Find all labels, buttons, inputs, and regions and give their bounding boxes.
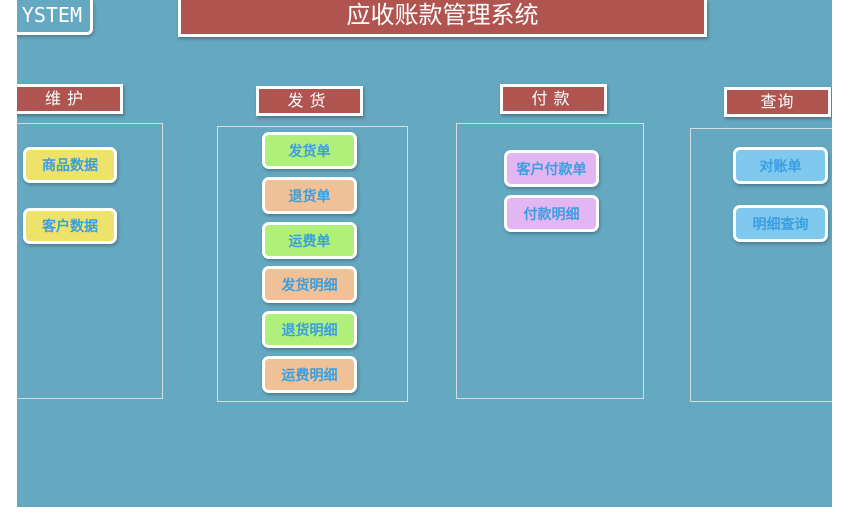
return-detail-button[interactable]: 退货明细 [262,311,357,348]
section-header-query: 查询 [724,87,831,117]
section-header-payment: 付款 [500,84,607,114]
section-header-shipping: 发货 [256,86,363,116]
section-panel-payment [456,123,644,399]
section-panel-query [690,128,832,402]
return-order-button[interactable]: 退货单 [262,177,357,214]
payment-detail-button[interactable]: 付款明细 [504,195,599,232]
system-label: YSTEM [17,0,93,35]
section-header-maintenance: 维护 [17,84,123,114]
section-panel-maintenance [17,123,163,399]
product-data-button[interactable]: 商品数据 [23,147,117,183]
customer-payment-button[interactable]: 客户付款单 [504,150,599,187]
shipping-order-button[interactable]: 发货单 [262,132,357,169]
customer-data-button[interactable]: 客户数据 [23,208,117,244]
freight-order-button[interactable]: 运费单 [262,222,357,259]
shipping-detail-button[interactable]: 发货明细 [262,266,357,303]
freight-detail-button[interactable]: 运费明细 [262,356,357,393]
section-panel-shipping [217,126,408,402]
page-title: 应收账款管理系统 [178,0,707,37]
main-canvas: YSTEM 应收账款管理系统 维护 商品数据 客户数据 发货 发货单 退货单 运… [17,0,832,507]
detail-query-button[interactable]: 明细查询 [733,205,828,242]
statement-button[interactable]: 对账单 [733,147,828,184]
